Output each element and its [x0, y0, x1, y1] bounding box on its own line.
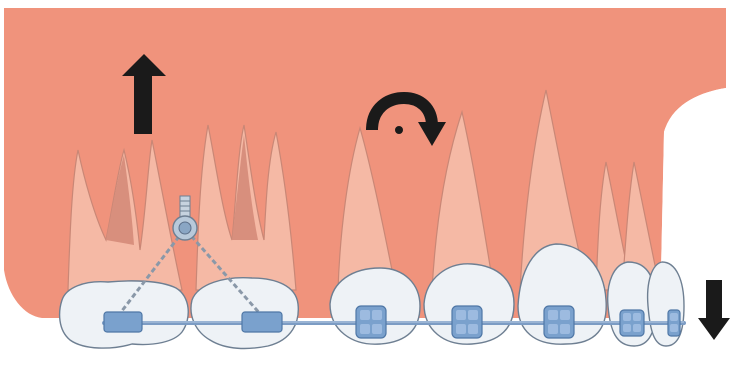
molar-2-tube: [242, 312, 282, 332]
bracket-canine: [544, 306, 574, 338]
bracket-incisor-2: [668, 310, 680, 336]
bracket-premolar-1: [356, 306, 386, 338]
molar-1-tube: [104, 312, 142, 332]
bracket-incisor-1: [620, 310, 644, 336]
bracket-premolar-2: [452, 306, 482, 338]
